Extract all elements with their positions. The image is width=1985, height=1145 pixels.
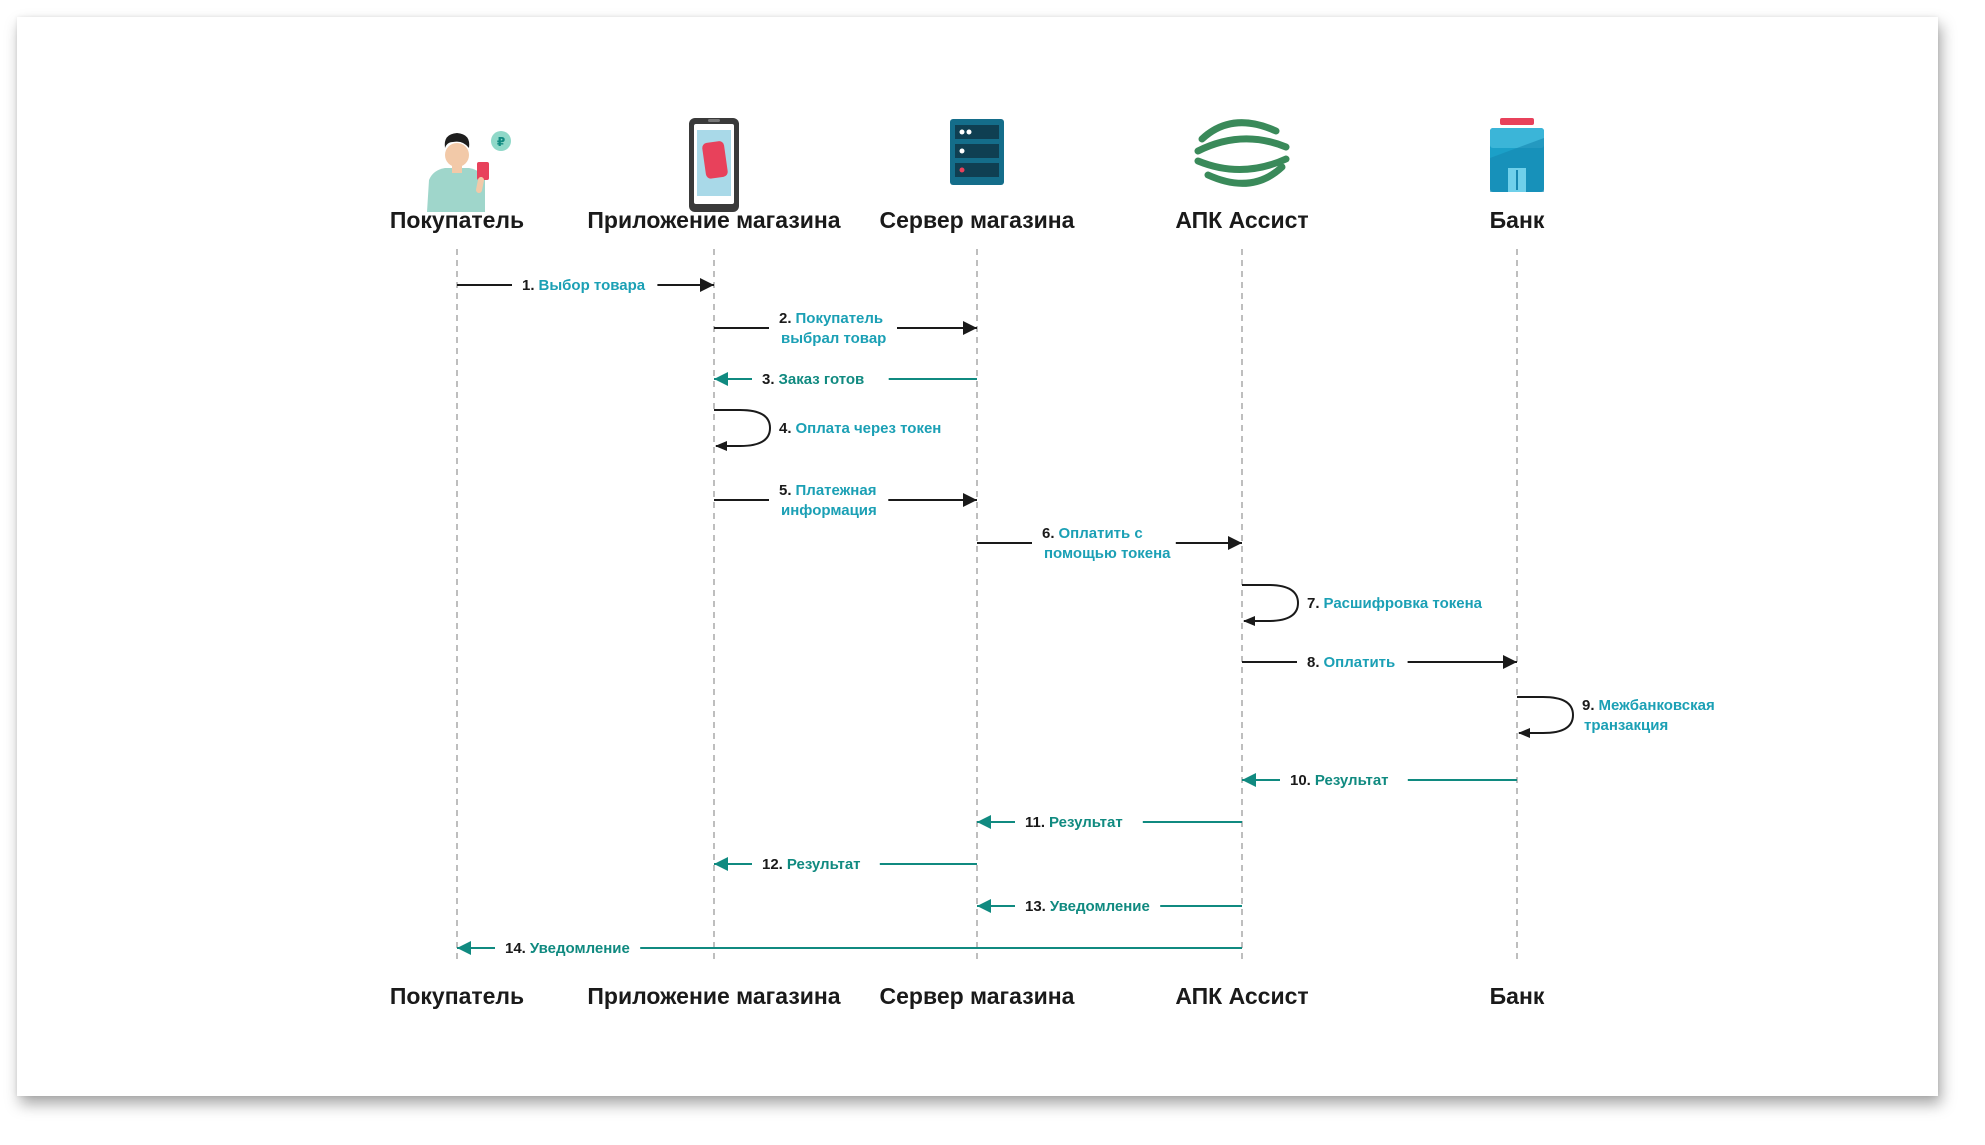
message-11: 11.Результат xyxy=(977,814,1242,831)
message-label: 13.Уведомление xyxy=(1025,898,1150,915)
message-label: 11.Результат xyxy=(1025,814,1123,831)
message-12: 12.Результат xyxy=(714,856,977,873)
message-number: 3. xyxy=(762,371,775,388)
message-number: 14. xyxy=(505,940,526,957)
buyer-person-icon: ₽ xyxy=(427,131,511,212)
message-label: 7.Расшифровка токена xyxy=(1307,595,1483,612)
message-arrowhead xyxy=(977,899,991,913)
actor-labels-top: Покупатель Приложение магазина Сервер мага… xyxy=(390,207,1545,233)
actor-label-bottom-server: Сервер магазина xyxy=(880,983,1075,1009)
message-arrow xyxy=(1242,584,1300,626)
message-number: 5. xyxy=(779,482,792,499)
message-text: Уведомление xyxy=(1050,898,1150,915)
actor-label-bottom-bank: Банк xyxy=(1490,983,1545,1009)
message-arrow xyxy=(1517,696,1575,738)
actor-label-bottom-apk: АПК Ассист xyxy=(1175,983,1308,1009)
message-text: Оплата через токен xyxy=(796,420,942,437)
message-2: 2.Покупатель выбрал товар xyxy=(714,310,977,347)
message-arrowhead xyxy=(457,941,471,955)
message-label: 8.Оплатить xyxy=(1307,654,1395,671)
message-arrowhead xyxy=(700,278,714,292)
message-text: помощью токена xyxy=(1044,545,1171,562)
message-number: 4. xyxy=(779,420,792,437)
actor-label-bottom-buyer: Покупатель xyxy=(390,983,524,1009)
message-number: 12. xyxy=(762,856,783,873)
message-label: 6.Оплатить с помощью токена xyxy=(1042,525,1171,562)
actor-label-bottom-app: Приложение магазина xyxy=(587,983,840,1009)
message-text: информация xyxy=(781,502,877,519)
message-text: Результат xyxy=(787,856,861,873)
message-number: 10. xyxy=(1290,772,1311,789)
message-number: 13. xyxy=(1025,898,1046,915)
svg-text:₽: ₽ xyxy=(497,135,505,149)
message-text: Результат xyxy=(1049,814,1123,831)
message-text: Покупатель xyxy=(796,310,884,327)
message-number: 6. xyxy=(1042,525,1055,542)
message-arrowhead xyxy=(714,372,728,386)
message-14: 14.Уведомление xyxy=(457,940,1242,957)
message-number: 8. xyxy=(1307,654,1320,671)
message-13: 13.Уведомление xyxy=(977,898,1242,915)
message-arrow xyxy=(714,409,772,451)
actor-label-top-buyer: Покупатель xyxy=(390,207,524,233)
actor-labels-bottom: Покупатель Приложение магазина Сервер мага… xyxy=(390,983,1545,1009)
actor-label-top-app: Приложение магазина xyxy=(587,207,840,233)
message-text: Результат xyxy=(1315,772,1389,789)
message-label: 4.Оплата через токен xyxy=(779,420,941,437)
message-8: 8.Оплатить xyxy=(1242,654,1517,671)
message-text: Платежная xyxy=(796,482,877,499)
message-arrowhead xyxy=(1242,773,1256,787)
actor-label-top-apk: АПК Ассист xyxy=(1175,207,1308,233)
message-6: 6.Оплатить с помощью токена xyxy=(977,525,1242,562)
lifelines xyxy=(456,249,1518,961)
message-arrowhead xyxy=(963,493,977,507)
message-7: 7.Расшифровка токена xyxy=(1242,584,1483,626)
message-arrowhead xyxy=(714,857,728,871)
message-label: 5.Платежная информация xyxy=(779,482,877,519)
message-number: 7. xyxy=(1307,595,1320,612)
message-label: 1.Выбор товара xyxy=(522,277,646,294)
message-4: 4.Оплата через токен xyxy=(714,409,941,451)
message-text: Расшифровка токена xyxy=(1324,595,1483,612)
message-1: 1.Выбор товара xyxy=(457,277,714,294)
message-text: транзакция xyxy=(1584,717,1668,734)
message-label: 3.Заказ готов xyxy=(762,371,864,388)
actor-label-top-server: Сервер магазина xyxy=(880,207,1075,233)
message-9: 9.Межбанковская транзакция xyxy=(1517,696,1715,738)
message-label: 9.Межбанковская транзакция xyxy=(1582,697,1715,734)
message-label: 12.Результат xyxy=(762,856,861,873)
message-label: 2.Покупатель выбрал товар xyxy=(779,310,886,347)
message-label: 14.Уведомление xyxy=(505,940,630,957)
message-10: 10.Результат xyxy=(1242,772,1517,789)
message-arrowhead xyxy=(1503,655,1517,669)
message-number: 9. xyxy=(1582,697,1595,714)
server-icon xyxy=(950,119,1004,185)
message-arrowhead xyxy=(977,815,991,829)
messages: 1.Выбор товара 2.Покупатель выбрал товар 3.… xyxy=(457,277,1715,957)
message-arrowhead xyxy=(1228,536,1242,550)
message-text: Оплатить xyxy=(1324,654,1396,671)
bank-building-icon xyxy=(1490,118,1544,192)
message-text: Оплатить с xyxy=(1059,525,1143,542)
message-arrowhead xyxy=(963,321,977,335)
message-5: 5.Платежная информация xyxy=(714,482,977,519)
message-text: Уведомление xyxy=(530,940,630,957)
message-number: 11. xyxy=(1025,814,1045,831)
message-text: Выбор товара xyxy=(539,277,646,294)
message-label: 10.Результат xyxy=(1290,772,1389,789)
message-text: Межбанковская xyxy=(1599,697,1715,714)
message-3: 3.Заказ готов xyxy=(714,371,977,388)
message-text: выбрал товар xyxy=(781,330,886,347)
message-text: Заказ готов xyxy=(779,371,865,388)
assist-logo-icon xyxy=(1194,119,1290,187)
actor-label-top-bank: Банк xyxy=(1490,207,1545,233)
mobile-app-icon xyxy=(689,118,739,212)
message-number: 2. xyxy=(779,310,792,327)
message-number: 1. xyxy=(522,277,535,294)
